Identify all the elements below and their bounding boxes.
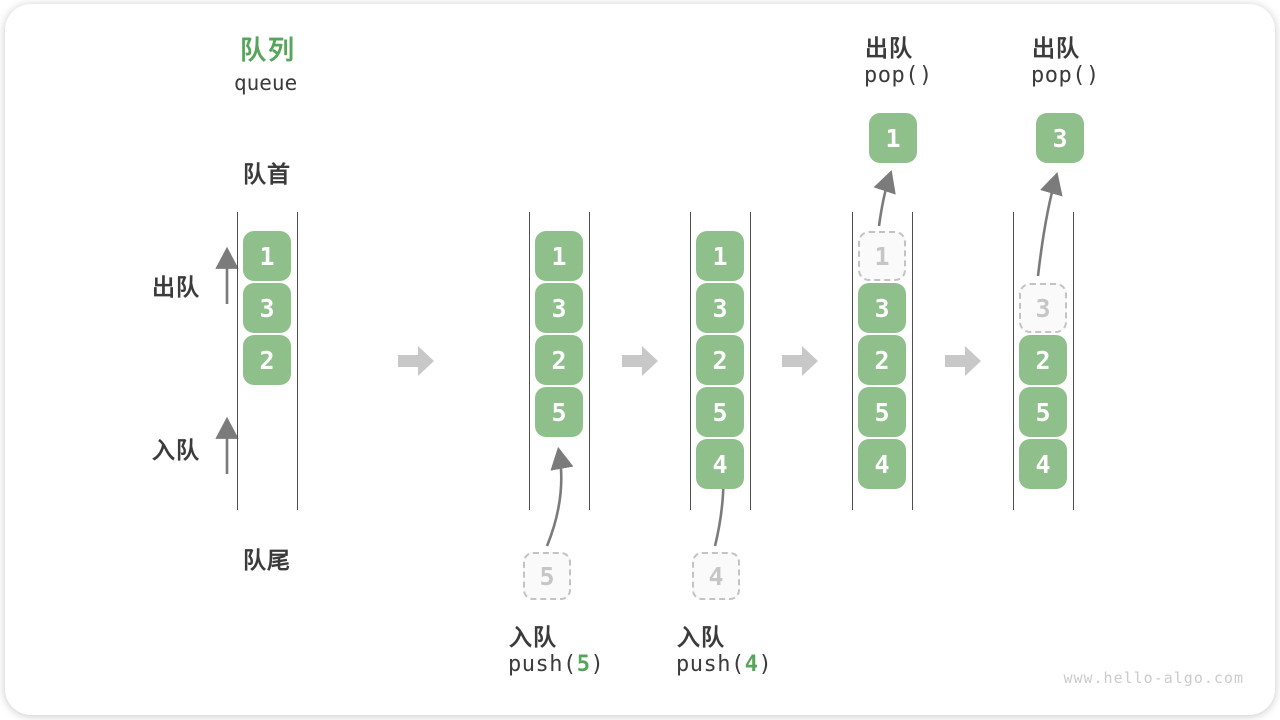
queue-column-1: 1 3 2 xyxy=(237,212,298,510)
diagram-title-zh: 队列 xyxy=(240,35,297,65)
queue-cell: 5 xyxy=(696,387,744,437)
enqueue-op-label: 入队 xyxy=(677,624,725,650)
queue-cell: 4 xyxy=(858,439,906,489)
queue-front-label: 队首 xyxy=(243,161,291,187)
enqueue-side-label: 入队 xyxy=(152,437,200,463)
queue-column-4: 1 3 2 5 4 xyxy=(852,212,913,510)
queue-cell: 3 xyxy=(696,283,744,333)
queue-cell: 2 xyxy=(858,335,906,385)
queue-cell: 2 xyxy=(243,335,291,385)
queue-cell: 4 xyxy=(1019,439,1067,489)
queue-cell: 2 xyxy=(535,335,583,385)
queue-cell: 5 xyxy=(858,387,906,437)
dequeue-side-label: 出队 xyxy=(152,274,200,300)
queue-cell: 3 xyxy=(535,283,583,333)
queue-column-5: 3 2 5 4 xyxy=(1013,212,1074,510)
pop-3-code-label: pop() xyxy=(1031,63,1100,88)
push-4-code-label: push(4) xyxy=(676,652,772,677)
popped-cell: 1 xyxy=(869,113,917,163)
code-arg: 5 xyxy=(576,652,591,677)
queue-cell: 5 xyxy=(1019,387,1067,437)
queue-cell-ghost: 3 xyxy=(1019,283,1067,333)
code-text: ) xyxy=(758,652,773,677)
code-text: pop() xyxy=(1031,63,1100,88)
queue-cell: 1 xyxy=(243,231,291,281)
queue-cell-ghost: 1 xyxy=(858,231,906,281)
queue-cell: 2 xyxy=(696,335,744,385)
pending-push-cell: 4 xyxy=(692,552,740,600)
dequeue-op-label: 出队 xyxy=(865,35,913,61)
queue-column-2: 1 3 2 5 xyxy=(529,212,590,510)
watermark: www.hello-algo.com xyxy=(1063,669,1244,687)
code-arg: 4 xyxy=(744,652,759,677)
dequeue-op-label: 出队 xyxy=(1032,35,1080,61)
queue-column-3: 1 3 2 5 4 xyxy=(690,212,751,510)
code-text: ) xyxy=(590,652,605,677)
code-text: push( xyxy=(676,652,745,677)
diagram-card xyxy=(5,4,1275,715)
queue-cell: 5 xyxy=(535,387,583,437)
enqueue-op-label: 入队 xyxy=(509,624,557,650)
queue-cell: 3 xyxy=(243,283,291,333)
push-5-code-label: push(5) xyxy=(508,652,604,677)
queue-cell: 3 xyxy=(858,283,906,333)
popped-cell: 3 xyxy=(1036,113,1084,163)
queue-cell: 2 xyxy=(1019,335,1067,385)
pop-1-code-label: pop() xyxy=(864,63,933,88)
code-text: push( xyxy=(508,652,577,677)
code-text: pop() xyxy=(864,63,933,88)
queue-cell: 4 xyxy=(696,439,744,489)
queue-cell: 1 xyxy=(535,231,583,281)
diagram-title-en: queue xyxy=(234,71,298,95)
queue-cell: 1 xyxy=(696,231,744,281)
queue-rear-label: 队尾 xyxy=(243,547,291,573)
pending-push-cell: 5 xyxy=(523,552,571,600)
